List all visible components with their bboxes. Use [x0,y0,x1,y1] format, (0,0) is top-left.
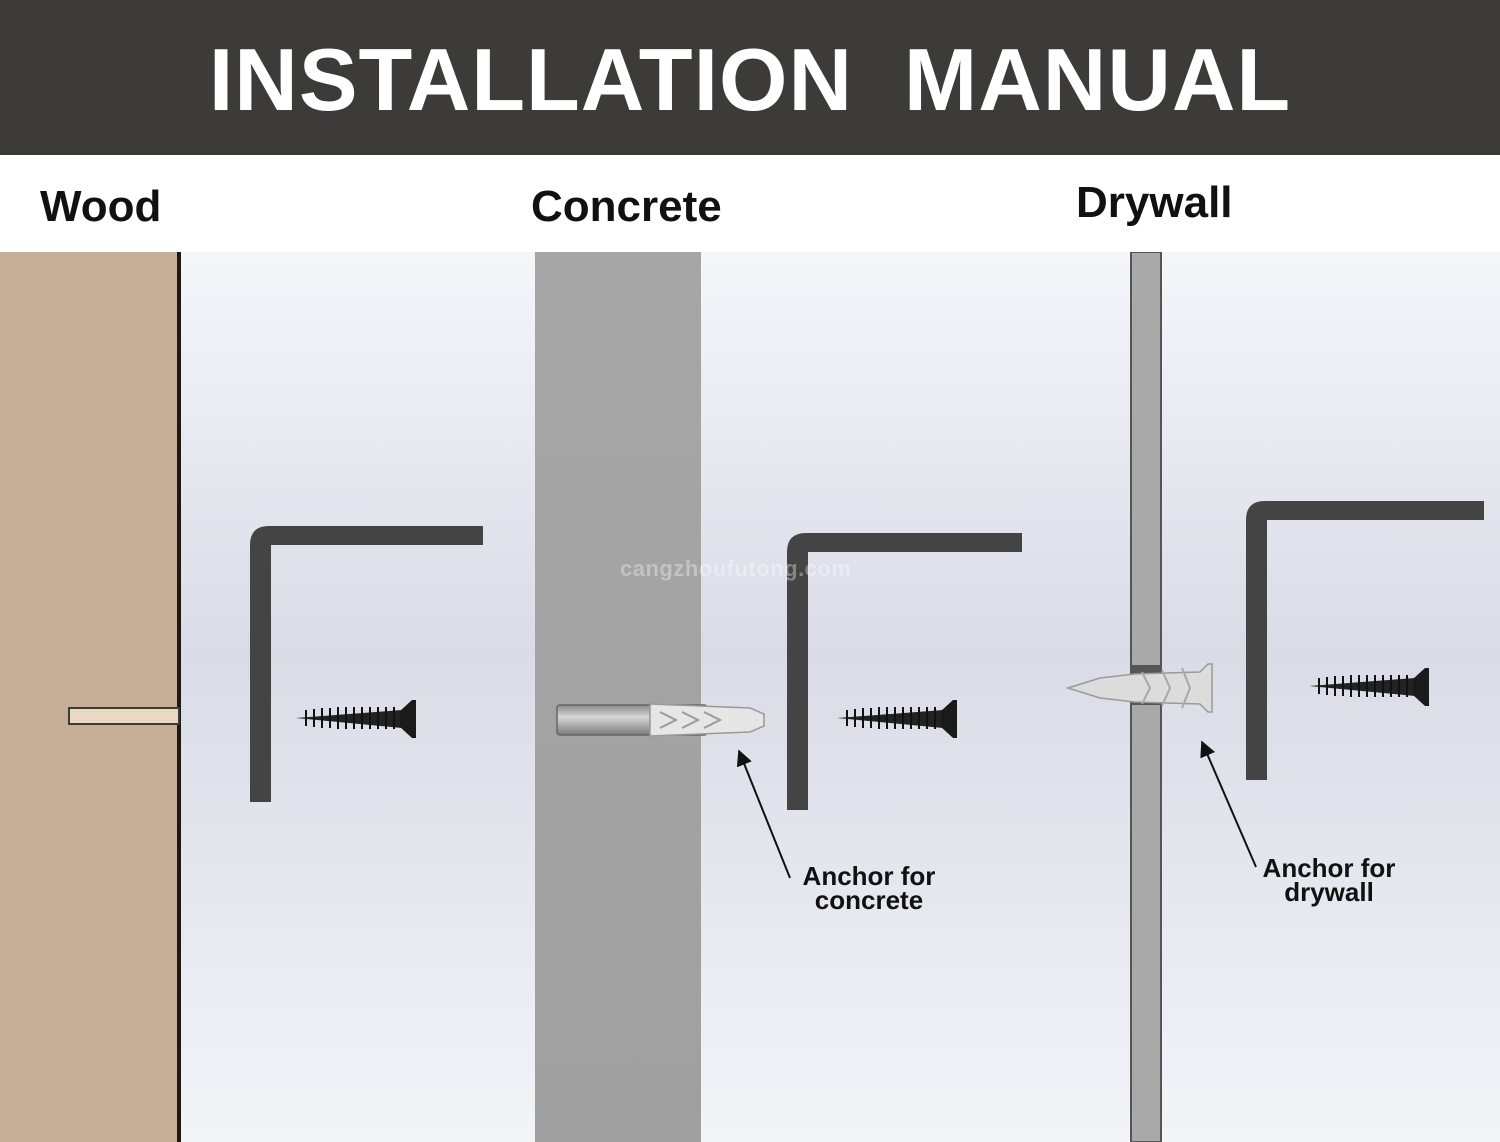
screw-wood-icon [296,700,416,738]
screw-concrete-icon [837,700,957,738]
concrete-anchor-icon [556,703,765,737]
wood-wall-edge [177,252,181,1142]
callout-drywall-anchor: Anchor for drywall [1250,853,1408,907]
callout-concrete-line2: concrete [814,885,924,915]
section-label-concrete: Concrete [531,182,722,231]
arrow-drywall-anchor [1200,740,1257,868]
callout-concrete-anchor: Anchor for concrete [790,861,948,915]
header-bar: INSTALLATION MANUAL [0,0,1500,155]
wood-pilot-hole [68,707,180,725]
wood-panel [0,252,181,1142]
callout-concrete-line1: Anchor for [802,861,936,891]
screw-drywall-icon [1309,668,1429,706]
section-label-drywall: Drywall [1076,178,1233,227]
installation-diagram [0,252,1500,1142]
callout-drywall-line2: drywall [1284,877,1374,907]
callout-drywall-line1: Anchor for [1262,853,1396,883]
arrow-concrete-anchor [736,749,791,879]
concrete-wall [535,252,701,1142]
section-label-wood: Wood [40,182,162,231]
drywall-anchor-icon [1065,663,1213,713]
watermark: cangzhoufutong.com [620,556,852,581]
wood-wall [0,252,180,1142]
diagram-background [0,252,1500,1142]
page-title: INSTALLATION MANUAL [208,30,1292,129]
